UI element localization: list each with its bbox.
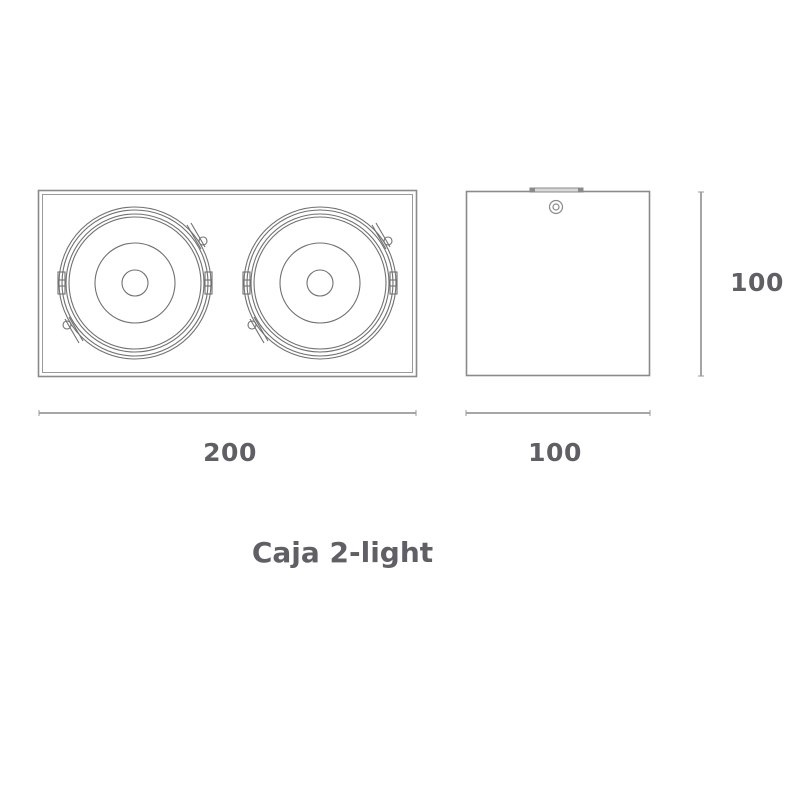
side-view — [465, 187, 651, 377]
product-title: Caja 2-light — [251, 536, 434, 569]
dimension-label-side-width: 100 — [528, 438, 582, 467]
screw-icon — [548, 199, 564, 215]
front-view — [37, 189, 418, 378]
dimension-label-front-width: 200 — [203, 438, 257, 467]
dimension-lines — [38, 191, 704, 416]
dimension-label-height: 100 — [730, 268, 784, 297]
lamp-head-right — [242, 206, 398, 360]
lamp-head-left — [57, 206, 213, 360]
